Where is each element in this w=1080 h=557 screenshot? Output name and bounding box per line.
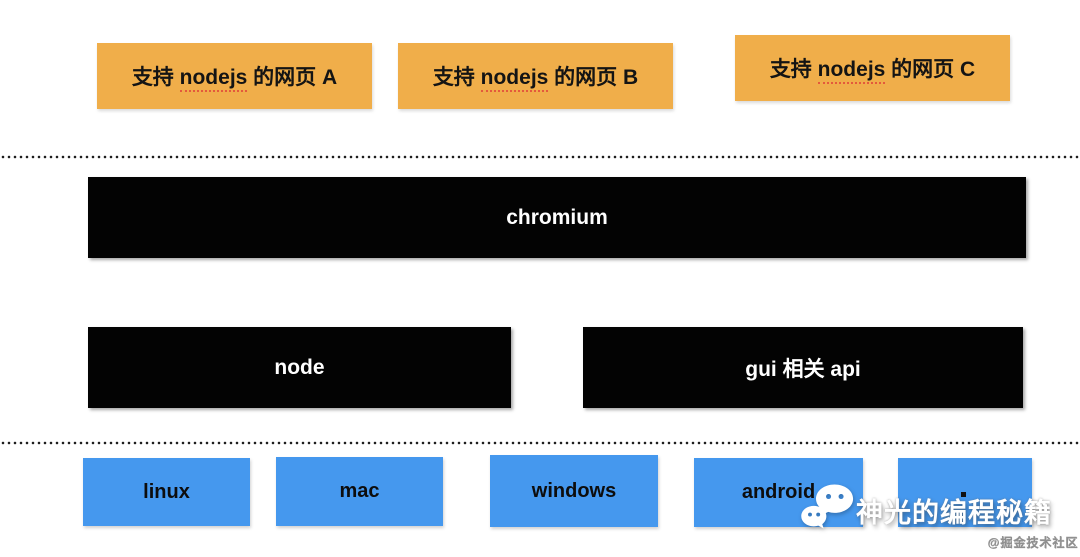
platform-mac-box: mac [276, 457, 443, 526]
label-suffix: 的网页 A [247, 66, 338, 89]
credit-text: @掘金技术社区 [988, 536, 1079, 550]
label-prefix: 支持 [131, 66, 180, 89]
gui-api-label: gui 相关 api [745, 357, 861, 381]
webpage-b-box: 支持 nodejs 的网页 B [398, 43, 673, 109]
webpage-c-box: 支持 nodejs 的网页 C [735, 35, 1010, 101]
nodejs-keyword-underlined: nodejs [179, 66, 248, 92]
obscured-label-fragment [961, 492, 966, 497]
dotted-separator-bottom [0, 441, 1080, 445]
wechat-icon [801, 484, 854, 529]
platform-windows-box: windows [490, 455, 658, 527]
nodejs-keyword-underlined: nodejs [817, 58, 886, 84]
platform-linux-box: linux [83, 458, 250, 526]
nodejs-keyword-underlined: nodejs [480, 66, 549, 92]
chromium-box: chromium [88, 177, 1026, 258]
platform-mac-label: mac [339, 480, 380, 502]
platform-linux-label: linux [143, 480, 190, 503]
node-box: node [88, 327, 511, 408]
label-prefix: 支持 [769, 58, 818, 81]
label-suffix: 的网页 B [548, 66, 639, 89]
webpage-a-label: 支持 nodejs 的网页 A [131, 61, 338, 92]
node-label: node [274, 355, 325, 379]
label-prefix: 支持 [432, 66, 481, 89]
webpage-a-box: 支持 nodejs 的网页 A [97, 43, 372, 109]
platform-android-label: android [741, 481, 816, 503]
platform-windows-label: windows [531, 479, 617, 502]
watermark-text: 神光的编程秘籍 [856, 498, 1052, 528]
gui-api-box: gui 相关 api [583, 327, 1023, 408]
webpage-c-label: 支持 nodejs 的网页 C [769, 53, 976, 84]
webpage-b-label: 支持 nodejs 的网页 B [432, 61, 639, 92]
chromium-label: chromium [506, 205, 608, 229]
dotted-separator-top [0, 155, 1080, 159]
label-suffix: 的网页 C [885, 58, 976, 81]
